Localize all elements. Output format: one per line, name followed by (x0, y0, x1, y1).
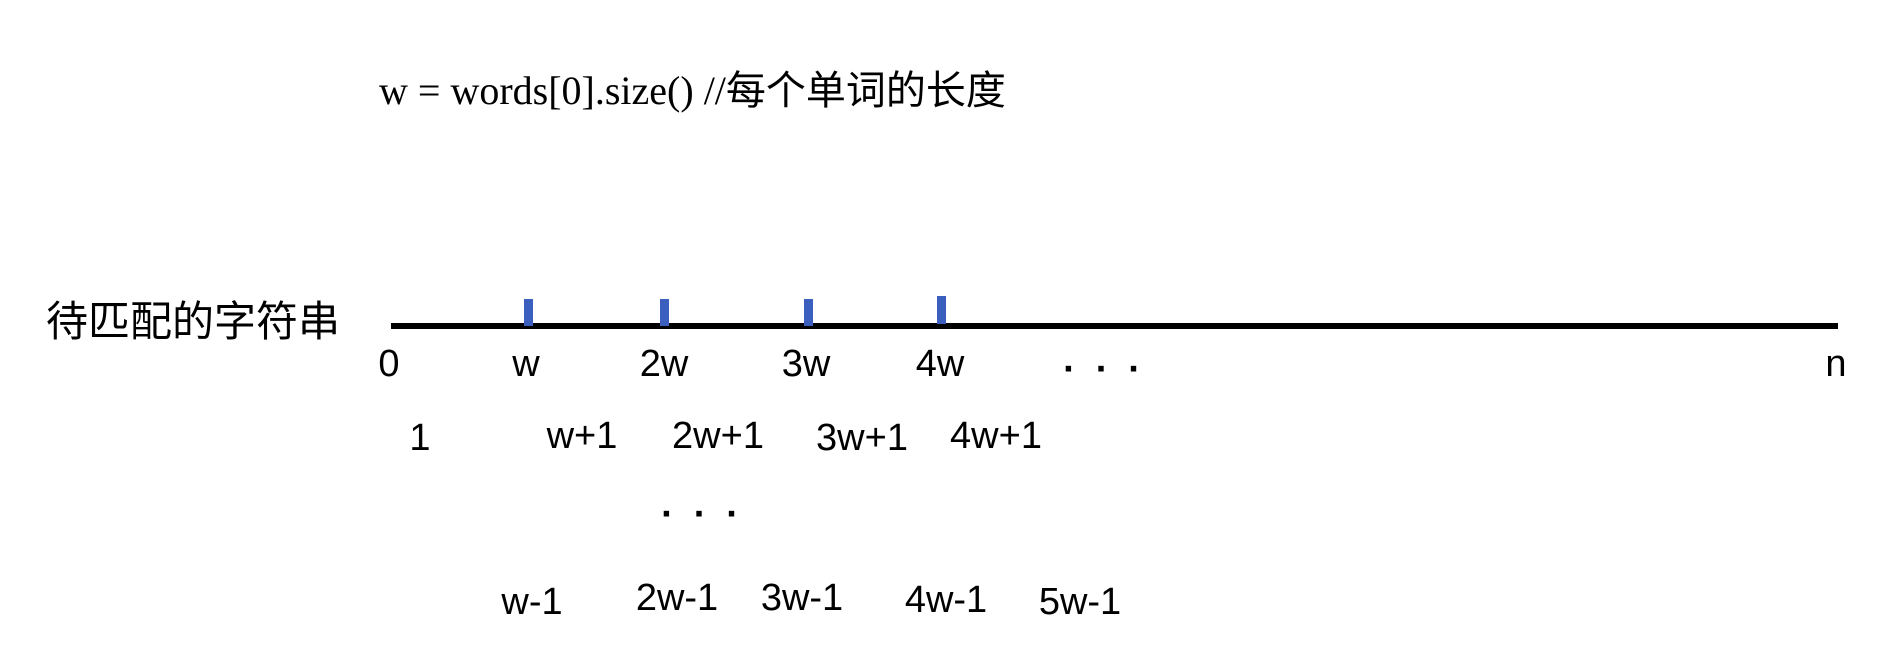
offset-label: 4w+1 (950, 415, 1042, 457)
tick-3w (804, 299, 813, 326)
formula-title: w = words[0].size() //每个单词的长度 (379, 68, 1006, 113)
axis-label: n (1825, 343, 1847, 385)
string-axis-line (391, 323, 1838, 329)
axis-label: w (512, 343, 540, 385)
offset-label: 4w-1 (904, 579, 988, 621)
offset-label: 3w+1 (816, 417, 908, 459)
middle-ellipsis: ... (661, 483, 759, 526)
axis-label: 2w (639, 343, 689, 385)
offset-label: 5w-1 (1038, 581, 1122, 623)
offset-label: w-1 (501, 581, 563, 623)
tick-2w (660, 299, 669, 326)
tick-4w (937, 296, 946, 324)
string-label: 待匹配的字符串 (46, 298, 341, 345)
axis-label: 4w (915, 343, 965, 385)
offset-label: 3w-1 (760, 577, 844, 619)
axis-label: 0 (378, 343, 400, 385)
offset-label: 1 (409, 417, 431, 459)
axis-ellipsis: ... (1063, 338, 1161, 381)
offset-label: 2w+1 (672, 415, 764, 457)
offset-label: 2w-1 (635, 577, 719, 619)
offset-label: w+1 (546, 415, 618, 457)
tick-w (524, 299, 533, 326)
axis-label: 3w (781, 343, 831, 385)
